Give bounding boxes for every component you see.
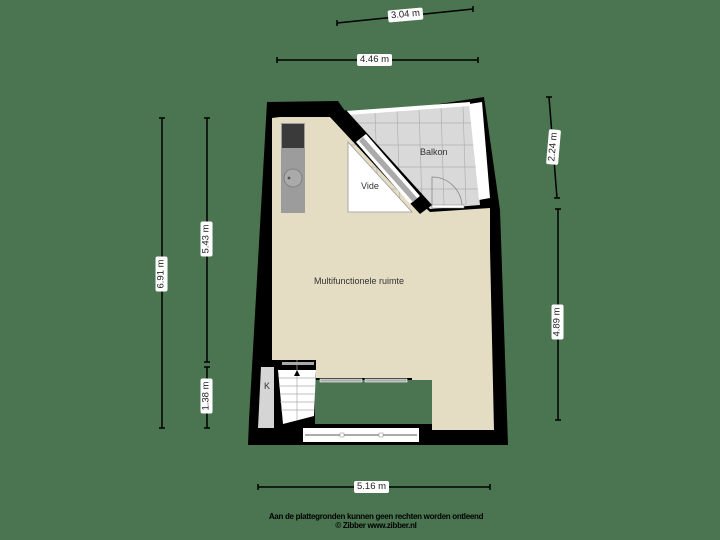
diagonal-window-glass (359, 137, 417, 202)
dim-bottom-width: 5.16 m (354, 481, 390, 493)
footer-disclaimer: Aan de plattegronden kunnen geen rechten… (268, 512, 484, 521)
balcony-top-edge (346, 102, 470, 115)
stove (282, 124, 304, 148)
closet-floor (258, 367, 274, 428)
room-label-closet: K (264, 381, 271, 391)
main-room-floor (272, 117, 494, 430)
stair-void (315, 380, 432, 424)
dim-left-upper: 5.43 m (200, 221, 213, 257)
dim-left-lower: 1.38 m (200, 378, 213, 414)
sink (283, 168, 303, 188)
balcony-door (431, 176, 465, 209)
dim-top-width: 4.46 m (357, 54, 393, 66)
dim-right-lower: 4.89 m (551, 304, 564, 340)
vide-area (347, 140, 413, 213)
stair-treads (279, 360, 315, 420)
room-label-vide: Vide (361, 181, 379, 191)
footer-copyright: © Zibber www.zibber.nl (335, 521, 417, 530)
interior-window-left (319, 378, 363, 383)
balcony-floor (346, 104, 480, 209)
interior-window-right (364, 378, 408, 383)
dim-left-total: 6.91 m (155, 256, 168, 292)
room-label-balcony: Balkon (420, 147, 448, 157)
room-label-main: Multifunctionele ruimte (314, 276, 405, 286)
stair-arrow-icon (294, 370, 300, 376)
balcony-railing (469, 102, 490, 200)
